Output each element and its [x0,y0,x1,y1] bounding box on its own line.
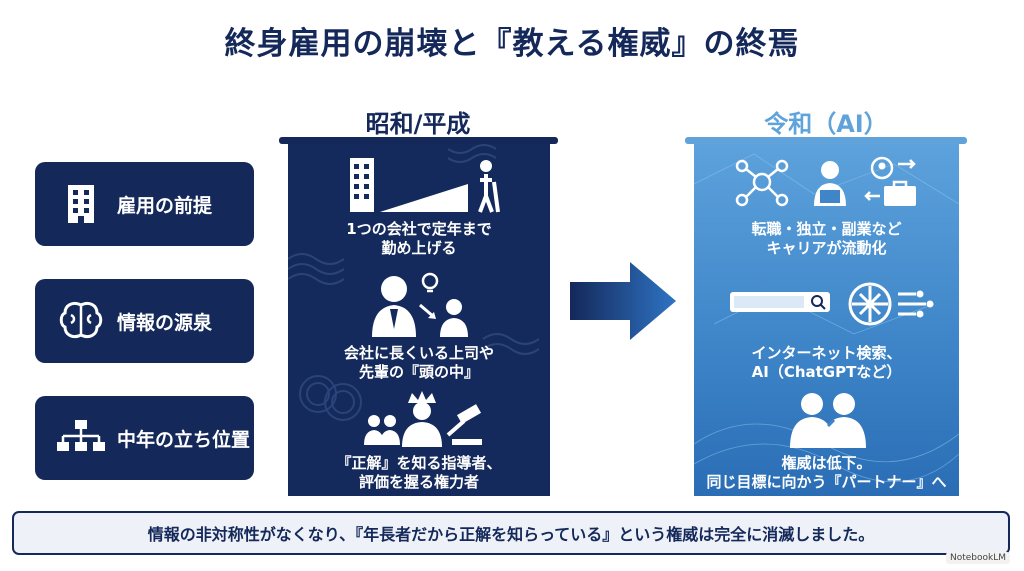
left-item-text-3: 『正解』を知る指導者、 評価を握る権力者 [336,454,502,491]
brain-icon [51,301,111,341]
page-title: 終身雇用の崩壊と『教える権威』の終焉 [224,26,800,62]
network-icon [735,156,916,207]
king-gavel-icon [364,391,482,447]
partners-icon [790,393,866,448]
notebooklm-badge: NotebookLM [946,552,1011,564]
org-chart-icon [51,418,111,458]
right-panel: 転職・独立・副業など キャリアが流動化 インターネット検索、 AI（ChatGP… [694,144,959,496]
left-column-heading: 昭和/平成 [365,110,471,138]
side-card-employment: 雇用の前提 [35,162,254,246]
bottom-message-text: 情報の非対称性がなくなり、『年長者だから正解を知らっている』という権威は完全に消… [147,525,875,544]
career-ladder-icon [350,158,500,213]
bottom-message-box: 情報の非対称性がなくなり、『年長者だから正解を知らっている』という権威は完全に消… [12,511,1010,555]
right-item-text-2: インターネット検索、 AI（ChatGPTなど） [751,344,902,381]
left-item-text-2: 会社に長くいる上司や 先輩の『頭の中』 [343,344,494,381]
right-panel-top-bar [685,137,967,144]
mentor-icon [372,272,468,337]
wave-pattern-decoration [288,144,540,421]
search-ai-icon [730,282,934,326]
side-card-label: 雇用の前提 [117,194,213,217]
side-card-information: 情報の源泉 [35,279,254,363]
building-icon [51,183,111,225]
left-panel-top-bar [279,137,558,144]
transition-arrow-icon [570,262,676,340]
right-column-heading: 令和（AI） [764,110,888,138]
side-card-position: 中年の立ち位置 [35,396,254,480]
side-card-label: 情報の源泉 [117,311,213,334]
right-item-text-1: 転職・独立・副業など キャリアが流動化 [751,220,902,257]
left-item-text-1: 1つの会社で定年まで 勤め上げる [346,220,492,257]
side-card-label: 中年の立ち位置 [117,428,251,451]
left-panel: 1つの会社で定年まで 勤め上げる 会社に長くいる上司や 先輩の『頭の中』 『正解… [288,144,550,496]
right-item-text-3: 権威は低下。 同じ目標に向かう『パートナー』へ [706,454,947,491]
